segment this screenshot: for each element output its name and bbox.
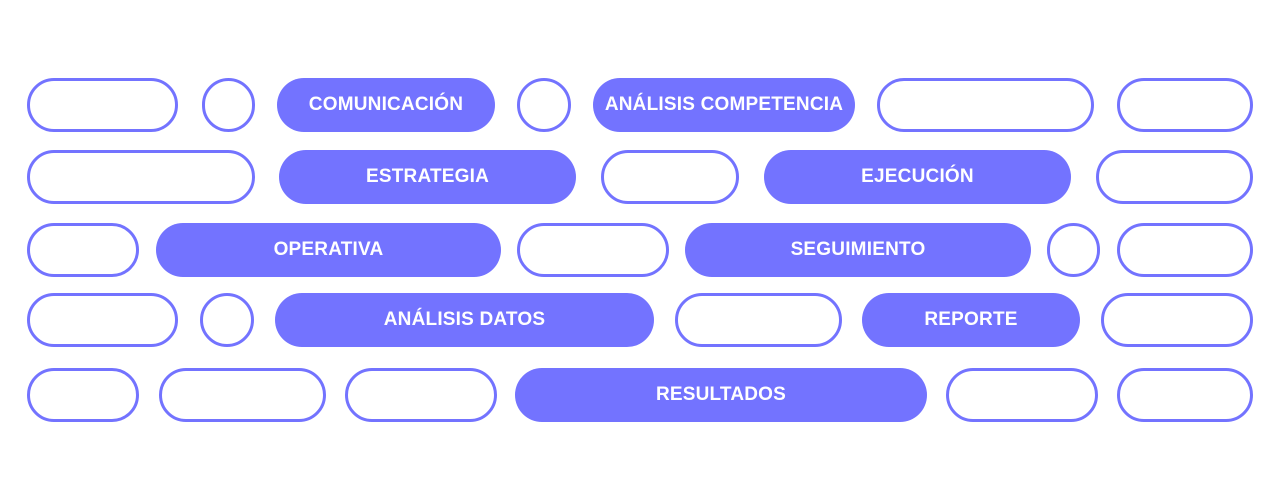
empty-pill <box>202 78 255 132</box>
empty-pill <box>27 293 178 347</box>
empty-pill <box>517 223 669 277</box>
tag-seguimiento: SEGUIMIENTO <box>685 223 1031 277</box>
empty-pill <box>946 368 1098 422</box>
empty-pill <box>1117 223 1253 277</box>
empty-pill <box>1047 223 1100 277</box>
tag-comunicacion: COMUNICACIÓN <box>277 78 495 132</box>
empty-pill <box>27 78 178 132</box>
empty-pill <box>1096 150 1253 204</box>
empty-pill <box>1117 368 1253 422</box>
tag-operativa: OPERATIVA <box>156 223 501 277</box>
empty-pill <box>27 223 139 277</box>
tag-resultados: RESULTADOS <box>515 368 927 422</box>
empty-pill <box>1101 293 1253 347</box>
empty-pill <box>345 368 497 422</box>
empty-pill <box>159 368 326 422</box>
tag-analisis-datos: ANÁLISIS DATOS <box>275 293 654 347</box>
empty-pill <box>877 78 1094 132</box>
tag-analisis-competencia: ANÁLISIS COMPETENCIA <box>593 78 855 132</box>
tag-ejecucion: EJECUCIÓN <box>764 150 1071 204</box>
empty-pill <box>27 150 255 204</box>
empty-pill <box>601 150 739 204</box>
empty-pill <box>1117 78 1253 132</box>
empty-pill <box>517 78 571 132</box>
tag-reporte: REPORTE <box>862 293 1080 347</box>
empty-pill <box>27 368 139 422</box>
empty-pill <box>200 293 254 347</box>
empty-pill <box>675 293 842 347</box>
tag-estrategia: ESTRATEGIA <box>279 150 576 204</box>
